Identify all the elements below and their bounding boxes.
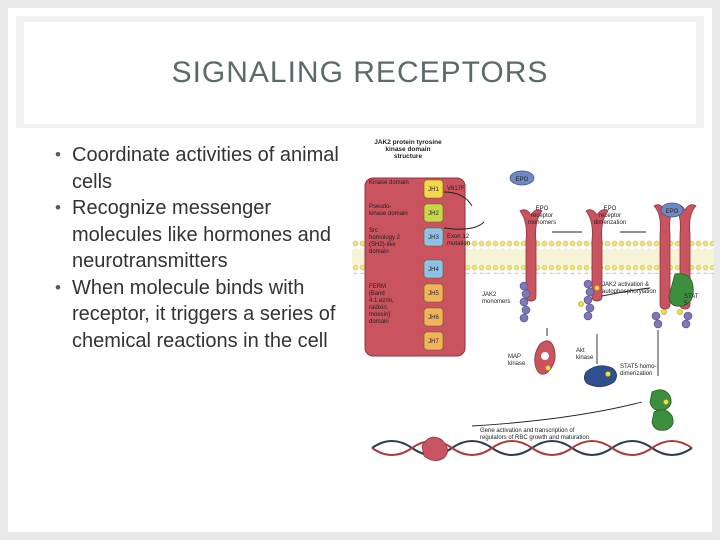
jak2-activation-label: JAK2 activation &autophosphorylation [602,282,656,295]
domain-tag: JH1 [428,187,439,193]
akt-kinase-shape [584,365,617,387]
domain-tag-box [423,203,444,223]
bullet-item: Recognize messenger molecules like hormo… [55,195,340,275]
domain-tag-box [423,259,444,279]
pathway-arrows [443,191,659,427]
stat5-dimer-shape [649,389,674,431]
domain-tag: JH3 [428,235,439,241]
jak2-activated-chain [583,279,693,329]
phosphate-groups [578,285,683,315]
bullet-item: When molecule binds with receptor, it tr… [55,275,340,355]
stat5-homo-label: STAT5 homo-dimerization [620,364,656,377]
domain-tag: JH7 [428,339,439,345]
domain-tag-box [423,227,444,247]
transcription-factor [421,436,448,461]
domain-tag-box [423,331,444,351]
stat5-protein [668,273,694,307]
dna-helix [371,440,693,456]
domain-tag-box [423,307,444,327]
title-box: SIGNALING RECEPTORS [24,22,696,124]
slide-title: SIGNALING RECEPTORS [171,56,549,89]
domain-name: Kinase domain [369,180,409,186]
domain-tag: JH2 [428,211,439,217]
bullet-list: Coordinate activities of animal cells Re… [55,142,340,354]
bullet-item: Coordinate activities of animal cells [55,142,340,195]
domain-tag-box [423,179,444,199]
epo-bound-label: EPO [666,209,679,215]
domain-mutation: V617F [447,186,465,192]
epo-ligand [509,170,535,186]
domain-tag: JH5 [428,291,439,297]
epo-receptor-dimer [653,202,697,310]
epo-ligand-bound [660,202,684,218]
epo-label: EPO [516,177,529,183]
jak2-monomer-chain [519,281,531,323]
domain-tag: JH4 [428,267,439,273]
domain-tag-box [423,283,444,303]
map-kinase-shape [534,340,556,375]
domain-tag: JH6 [428,315,439,321]
domain-name: Pseudo-kinase domain [369,204,408,217]
